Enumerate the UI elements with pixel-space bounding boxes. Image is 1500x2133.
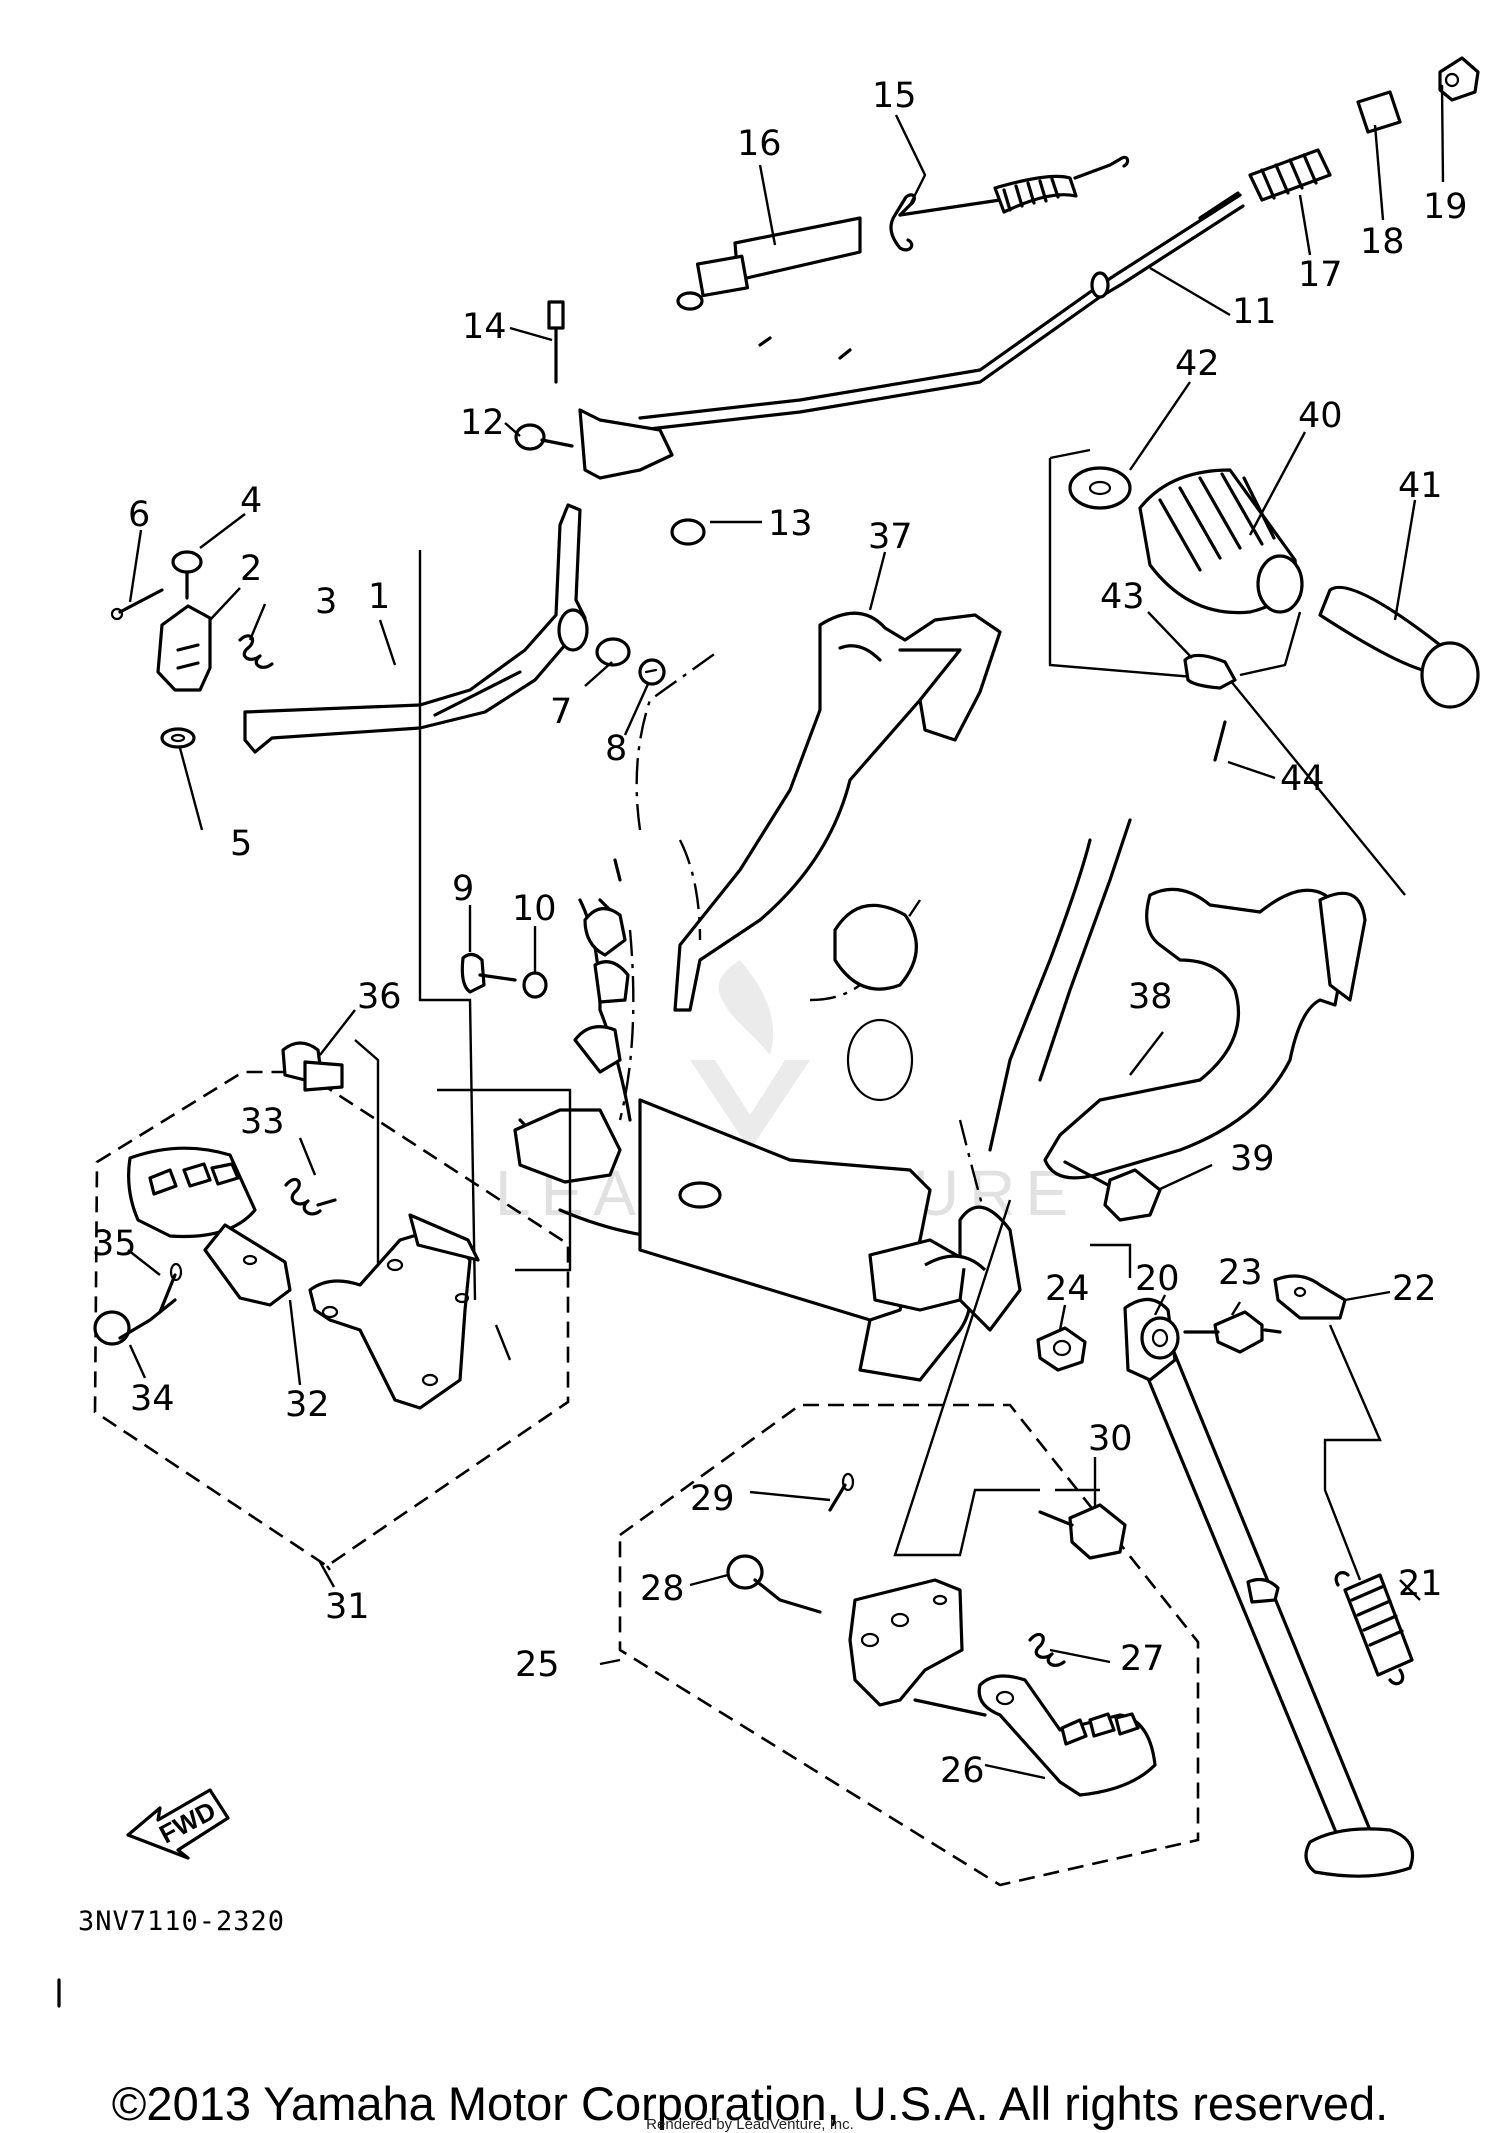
callout-2: 2 [240,549,262,589]
right-footrest-group [618,1199,1200,1887]
callout-25: 25 [515,1645,560,1685]
callout-14: 14 [462,307,507,347]
brake-rod-assembly [514,56,1480,546]
brake-pedal-assembly [110,503,666,754]
callout-42: 42 [1175,344,1220,384]
callout-1: 1 [368,577,390,617]
callout-21: 21 [1398,1564,1443,1604]
callout-33: 33 [240,1102,285,1142]
callout-5: 5 [230,824,252,864]
callout-35: 35 [92,1224,137,1264]
callout-41: 41 [1398,466,1443,506]
callout-31: 31 [325,1587,370,1627]
sidestand-assembly [460,952,1415,1878]
callout-40: 40 [1298,396,1343,436]
callout-26: 26 [940,1751,985,1791]
part-code: 3NV7110-2320 [78,1906,285,1937]
callout-34: 34 [130,1379,175,1419]
callout-12: 12 [460,403,505,443]
rear-footrest-assembly [1048,448,1480,896]
callout-3: 3 [315,582,337,622]
callout-20: 20 [1135,1259,1180,1299]
callout-38: 38 [1128,977,1173,1017]
callout-4: 4 [240,481,262,521]
callout-23: 23 [1218,1253,1263,1293]
left-footrest-group [93,550,572,1588]
callout-44: 44 [1280,759,1325,799]
callout-17: 17 [1298,255,1343,295]
callout-8: 8 [605,729,627,769]
callout-29: 29 [690,1479,735,1519]
callout-9: 9 [452,869,474,909]
callout-19: 19 [1423,187,1468,227]
callout-11: 11 [1232,292,1277,332]
callout-43: 43 [1100,577,1145,617]
callout-30: 30 [1088,1419,1133,1459]
callout-37: 37 [868,517,913,557]
copyright-notice: ©2013 Yamaha Motor Corporation, U.S.A. A… [111,2077,1389,2130]
frame-bracket [513,611,1367,1382]
callout-7: 7 [550,692,572,732]
callouts: 1 2 3 4 5 6 7 8 9 10 11 12 13 14 15 16 1… [92,76,1468,1791]
callout-28: 28 [640,1569,685,1609]
callout-36: 36 [357,977,402,1017]
callout-22: 22 [1392,1269,1437,1309]
callout-15: 15 [872,76,917,116]
callout-16: 16 [737,124,782,164]
callout-10: 10 [512,889,557,929]
callout-13: 13 [768,504,813,544]
rendered-by-text: Rendered by LeadVenture, Inc. [646,2116,854,2133]
callout-39: 39 [1230,1139,1275,1179]
callout-6: 6 [128,495,150,535]
callout-32: 32 [285,1385,330,1425]
callout-18: 18 [1360,222,1405,262]
callout-24: 24 [1045,1269,1090,1309]
fwd-arrow: FWD [126,1788,230,1860]
callout-27: 27 [1120,1639,1165,1679]
